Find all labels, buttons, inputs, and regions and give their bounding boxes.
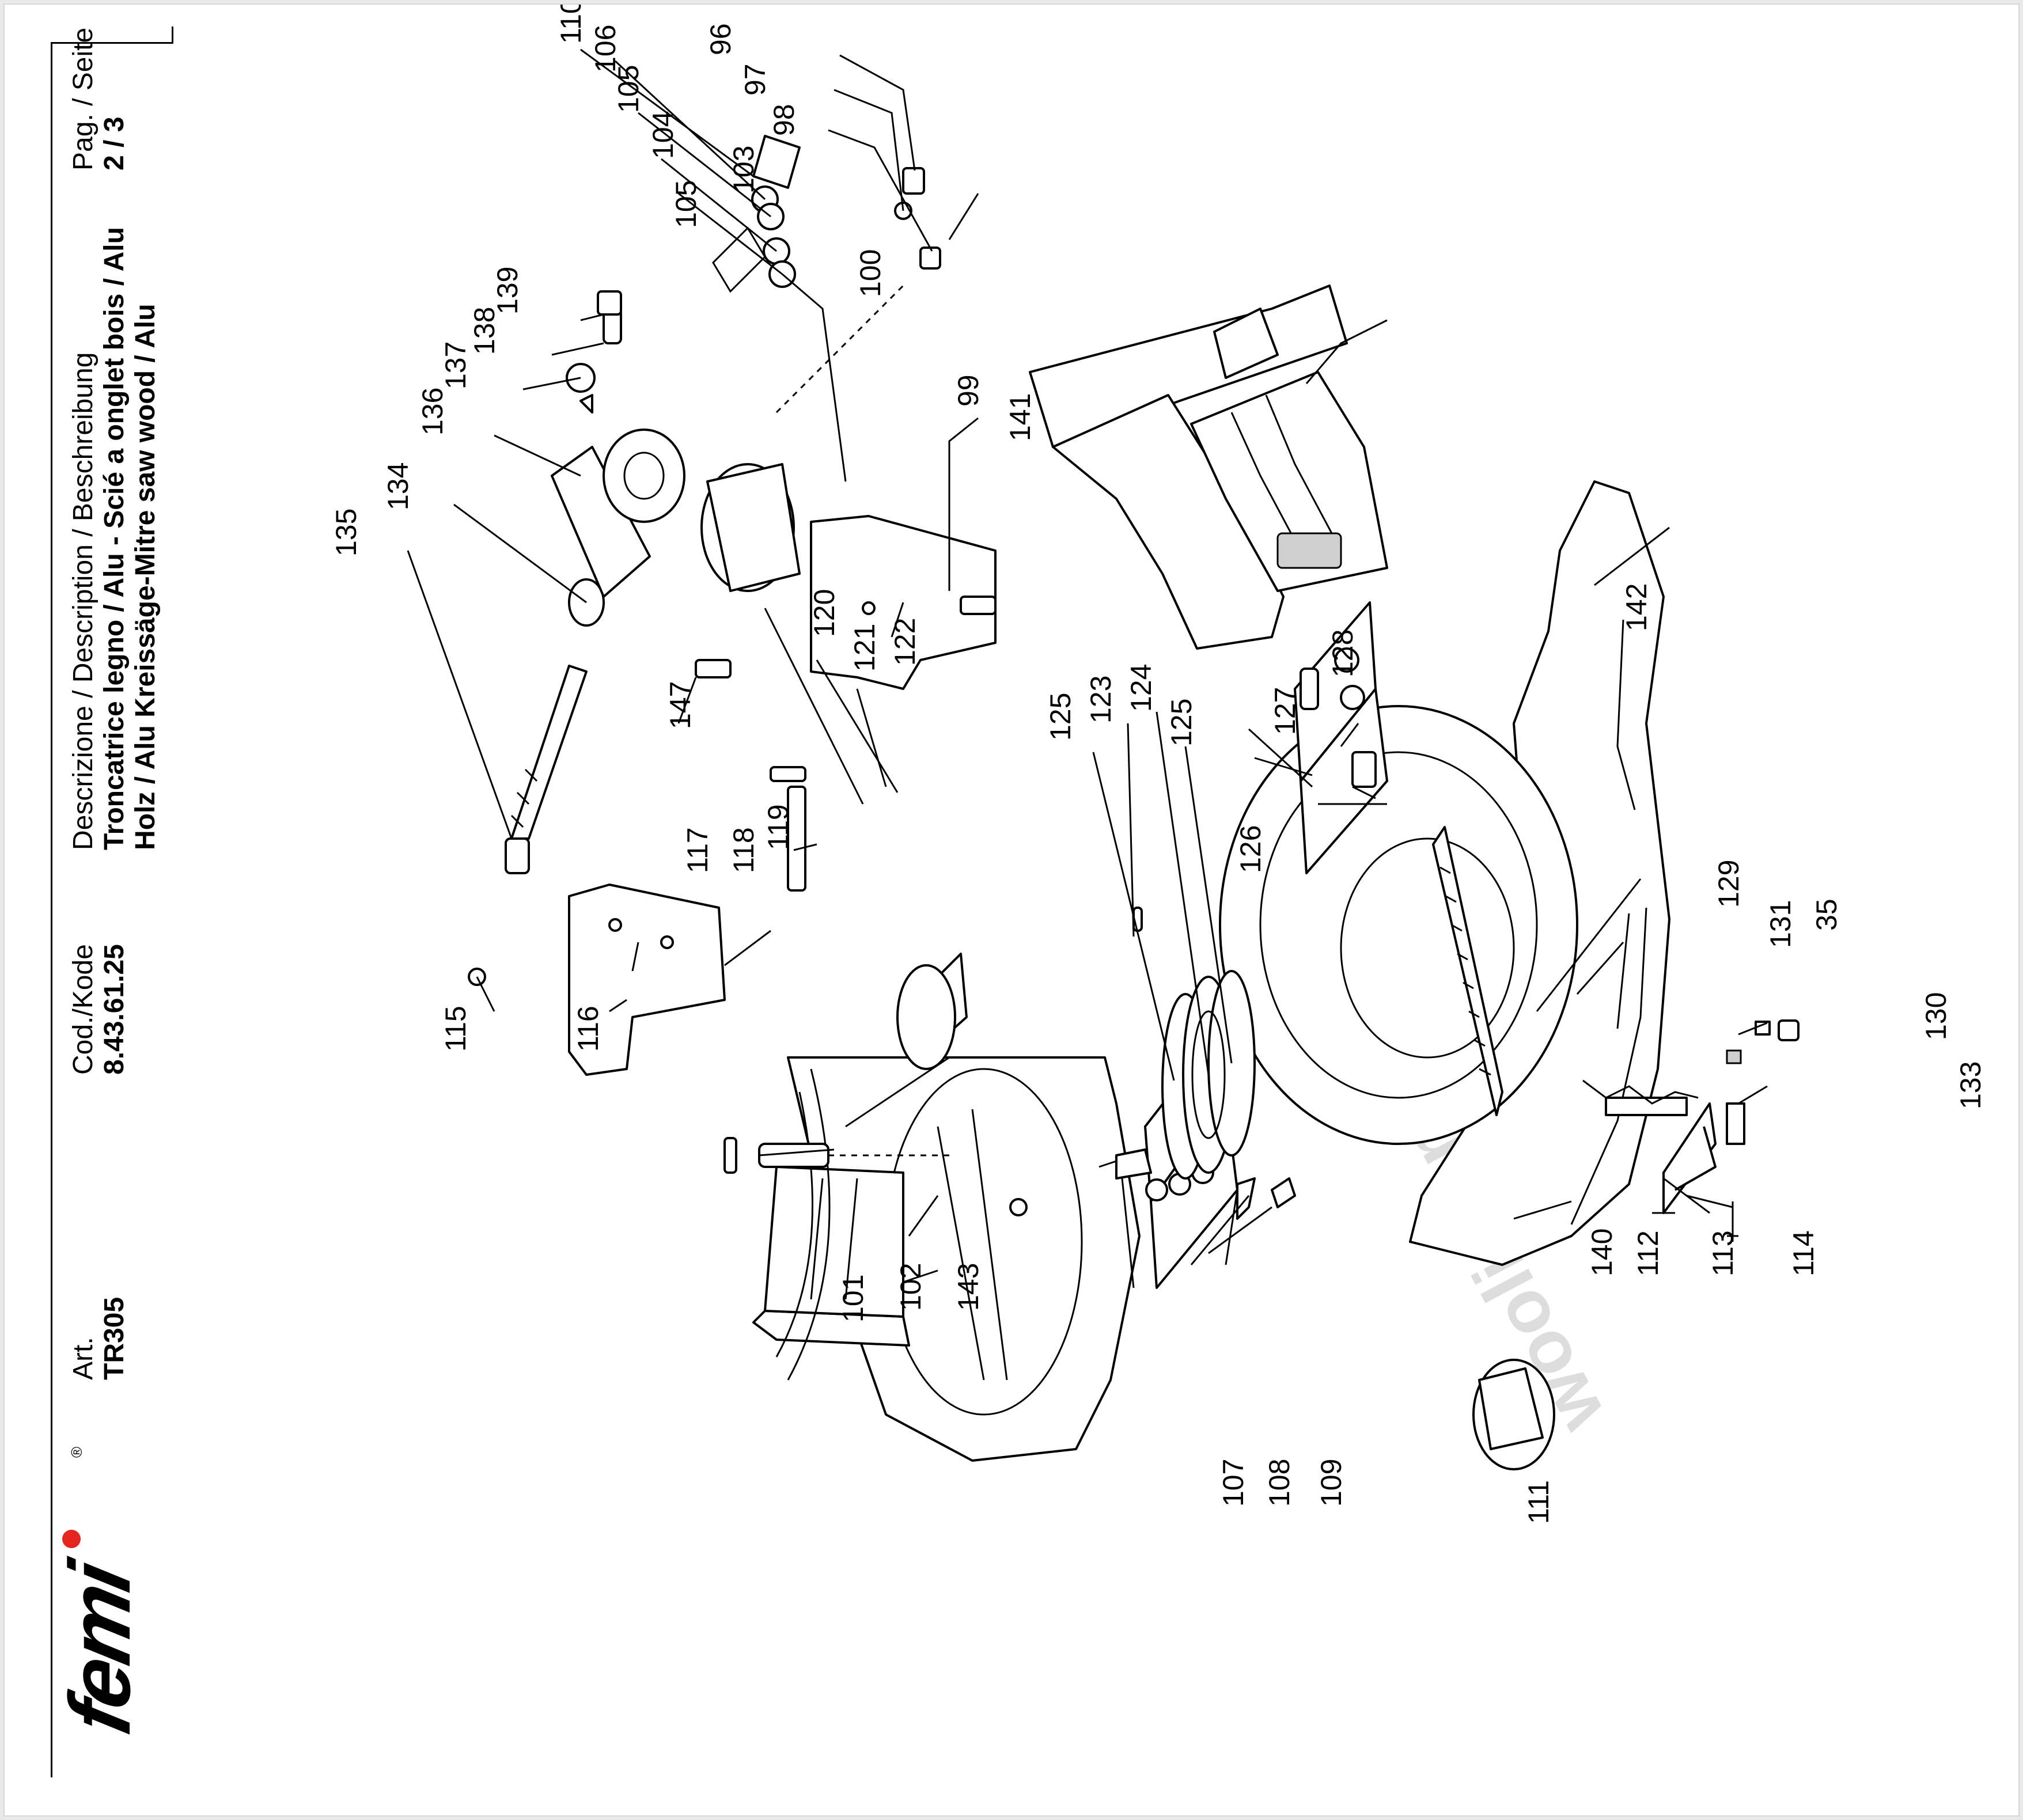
part-143-knob-screw (1098, 1148, 1152, 1180)
part-102-scale-arc (775, 1068, 831, 1381)
label-141: 141 (1004, 393, 1036, 441)
part-96-97-98-screw-set (775, 167, 941, 414)
label-122: 122 (889, 618, 921, 666)
label-35: 35 (1810, 898, 1843, 931)
label-125-right: 125 (1165, 699, 1198, 746)
label-115: 115 (440, 1006, 472, 1052)
rotated-page: femi ® Art. TR305 Cod./Kode 8.43.61.25 D… (5, 5, 2018, 1815)
label-114: 114 (1787, 1230, 1820, 1276)
label-123: 123 (1085, 676, 1117, 723)
label-126: 126 (1234, 825, 1267, 873)
part-115-135-shaft (468, 665, 588, 986)
part-129-scale-rail (1432, 826, 1503, 1116)
part-141-handle (1029, 285, 1388, 650)
label-142: 142 (1620, 583, 1653, 631)
leader-lines (407, 48, 1768, 1288)
label-143: 143 (952, 1263, 984, 1311)
label-109: 109 (1315, 1459, 1347, 1507)
label-124: 124 (1125, 664, 1157, 712)
label-100: 100 (854, 249, 887, 297)
part-102-blade-guard (787, 953, 1141, 1462)
label-131: 131 (1764, 900, 1797, 948)
label-99: 99 (952, 374, 984, 407)
label-98: 98 (768, 104, 800, 136)
label-119: 119 (762, 804, 794, 850)
part-labels: 96 97 98 99 100 103 104 105 105 106 110 … (330, 5, 1987, 1524)
label-133: 133 (1954, 1061, 1987, 1109)
part-126-127-fence-upper (1294, 601, 1388, 874)
label-125-left: 125 (1044, 693, 1077, 741)
label-147: 147 (664, 681, 696, 729)
part-103-spring-and-washers (700, 135, 801, 592)
label-102: 102 (895, 1263, 927, 1311)
label-138: 138 (468, 307, 501, 355)
label-134: 134 (382, 462, 414, 510)
label-107: 107 (1217, 1459, 1249, 1507)
label-137: 137 (440, 342, 472, 389)
label-139: 139 (491, 267, 524, 314)
label-105-bottom: 105 (670, 180, 702, 228)
part-120-147-bolt-and-pin (695, 659, 806, 892)
part-112-114-bevel-lock (1582, 1019, 1800, 1242)
label-130: 130 (1920, 992, 1952, 1040)
part-134-136-pulley (551, 429, 685, 627)
parts-sheet: femi ® Art. TR305 Cod./Kode 8.43.61.25 D… (3, 3, 2020, 1817)
label-103: 103 (728, 146, 760, 194)
label-117: 117 (681, 827, 714, 873)
label-136: 136 (416, 388, 449, 435)
part-101-table-insert (752, 1166, 910, 1347)
label-112: 112 (1632, 1230, 1664, 1276)
label-127: 127 (1269, 687, 1301, 735)
label-111: 111 (1522, 1480, 1555, 1524)
label-120: 120 (808, 589, 840, 637)
part-117-118-pivot-pin (723, 1137, 949, 1174)
label-108: 108 (1263, 1459, 1295, 1507)
label-118: 118 (728, 827, 760, 873)
label-106: 106 (589, 25, 622, 73)
label-104: 104 (647, 111, 679, 159)
part-116-plate (568, 884, 726, 1076)
label-128: 128 (1327, 630, 1359, 677)
part-137-138-139-fasteners (566, 290, 622, 414)
part-111-knob (1472, 1359, 1555, 1470)
label-121: 121 (848, 624, 881, 672)
label-110: 110 (555, 5, 587, 44)
label-116: 116 (572, 1006, 604, 1052)
label-105-top: 105 (612, 65, 645, 113)
label-97: 97 (739, 63, 771, 96)
label-129: 129 (1713, 860, 1745, 908)
label-135: 135 (330, 509, 362, 556)
label-101: 101 (837, 1275, 869, 1322)
exploded-parts-diagram: woolistanot... (330, 5, 1987, 1524)
label-140: 140 (1586, 1228, 1618, 1276)
label-96: 96 (704, 23, 737, 55)
label-113: 113 (1707, 1230, 1739, 1276)
